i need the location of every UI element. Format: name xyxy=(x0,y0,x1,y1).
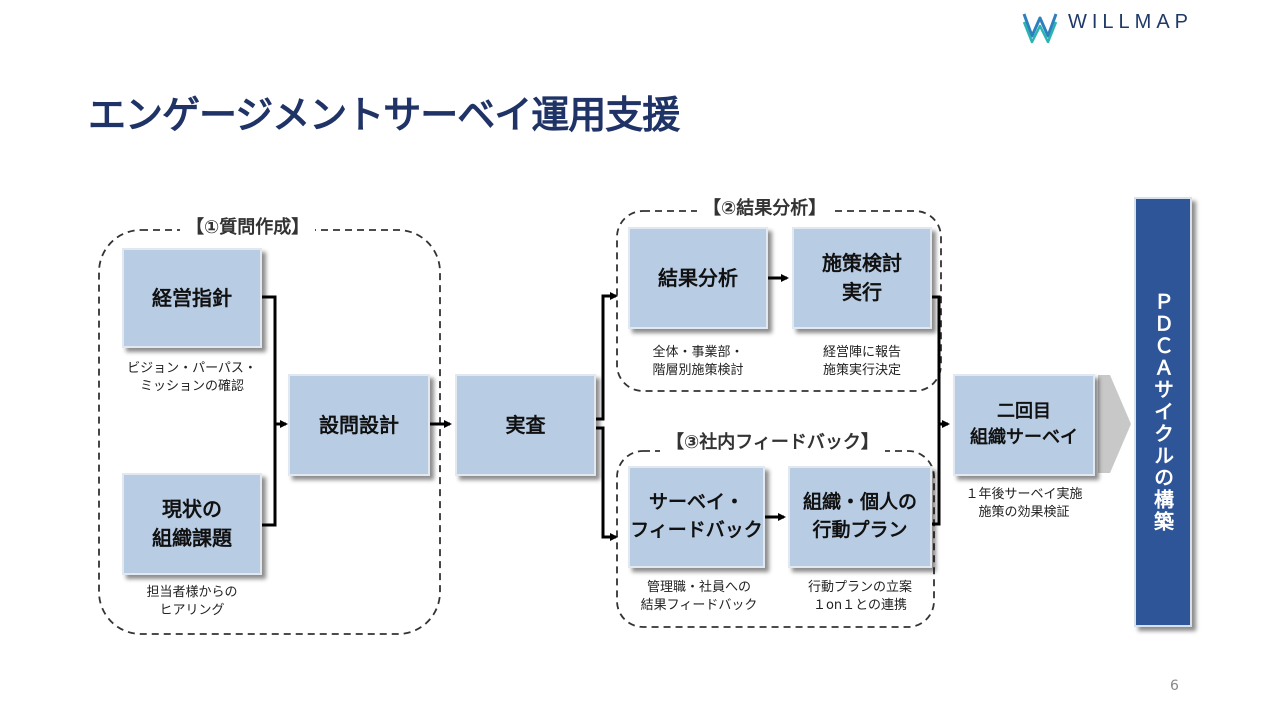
caption-keiei: ビジョン・パーパス・ ミッションの確認 xyxy=(127,361,257,395)
box-shisaku-kento: 施策検討 実行 xyxy=(792,227,932,329)
caption-kojin: 行動プランの立案 １on１との連携 xyxy=(807,580,912,614)
connector-merge-1 xyxy=(262,295,288,527)
box-keiei-shishin: 経営指針 xyxy=(122,248,262,348)
willmap-logo-icon xyxy=(1022,13,1058,44)
group-label-question: 【①質問作成】 xyxy=(180,213,316,239)
connector-merge-2 xyxy=(932,295,950,526)
page-number: 6 xyxy=(1170,678,1179,694)
chevron-right-icon xyxy=(1098,375,1131,473)
caption-nikaime: １年後サーベイ実施 施策の効果検証 xyxy=(965,487,1083,521)
caption-survey-fb: 管理職・社員への 結果フィードバック xyxy=(640,580,758,614)
group-label-analysis: 【②結果分析】 xyxy=(697,194,833,220)
box-setsumon-sekkei: 設問設計 xyxy=(288,374,430,476)
caption-shisaku: 経営陣に報告 施策実行決定 xyxy=(822,345,901,379)
pdca-cycle-box: ＰＤＣＡサイクルの構築 xyxy=(1134,197,1192,627)
caption-kekka: 全体・事業部・ 階層別施策検討 xyxy=(652,345,744,379)
brand-name: WILLMAP xyxy=(1068,11,1194,33)
group-label-feedback: 【③社内フィードバック】 xyxy=(660,428,885,454)
box-jisa: 実査 xyxy=(455,374,596,476)
page-title: エンゲージメントサーベイ運用支援 xyxy=(88,93,680,137)
box-kojin-plan: 組織・個人の 行動プラン xyxy=(788,466,932,568)
box-kekka-bunseki: 結果分析 xyxy=(628,227,768,329)
connector-split xyxy=(596,292,618,541)
group-1-border xyxy=(98,229,441,635)
caption-genjo: 担当者様からの ヒアリング xyxy=(146,585,238,619)
box-genjo-kadai: 現状の 組織課題 xyxy=(122,473,262,575)
box-survey-feedback: サーベイ・ フィードバック xyxy=(628,466,765,568)
box-nikaime-survey: 二回目 組織サーベイ xyxy=(953,374,1095,476)
